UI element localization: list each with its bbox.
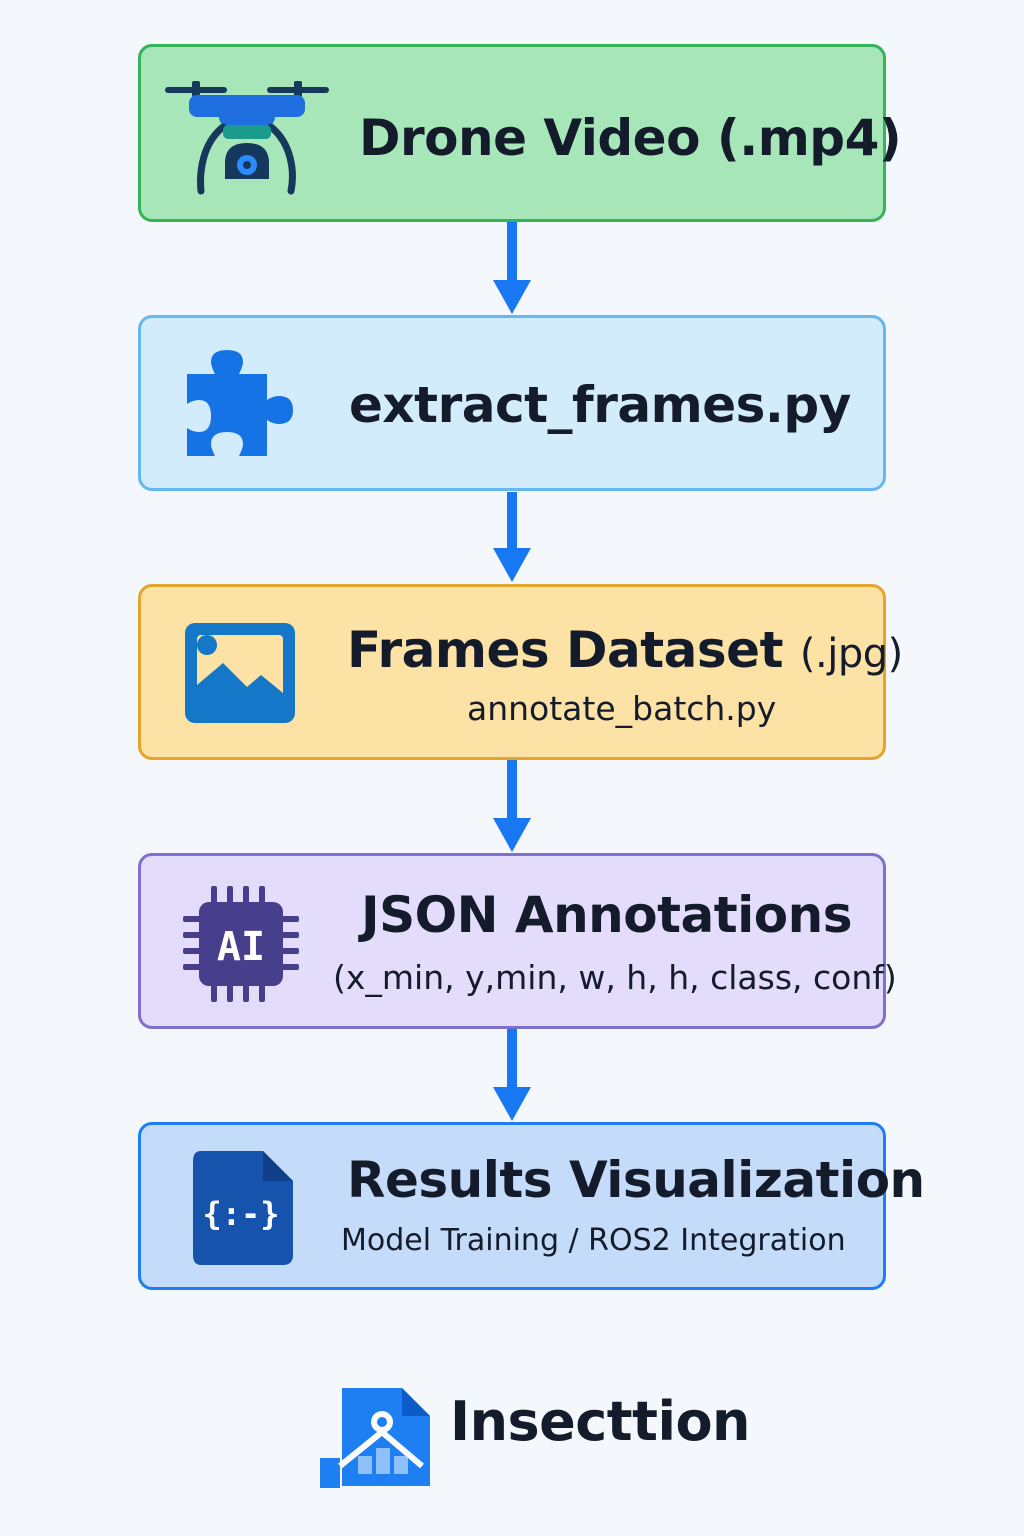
drone-icon — [165, 81, 329, 195]
step-frames-dataset: Frames Dataset (.jpg) annotate_batch.py — [138, 584, 903, 760]
step-results-visualization: {:-} Results Visualization Model Trainin… — [138, 1122, 925, 1290]
step-subtitle: Model Training / ROS2 Integration — [341, 1223, 846, 1258]
flow-arrow — [493, 222, 531, 314]
image-icon — [185, 623, 295, 723]
flow-arrow — [493, 1029, 531, 1121]
step-drone-video: Drone Video (.mp4) — [138, 44, 902, 222]
flow-arrow — [493, 760, 531, 852]
json-file-icon: {:-} — [193, 1151, 293, 1265]
step-subtitle: annotate_batch.py — [467, 689, 777, 728]
insecttion-logo-icon — [320, 1388, 430, 1488]
step-extract-frames: extract_frames.py — [138, 315, 886, 491]
svg-text:{:-}: {:-} — [202, 1195, 279, 1233]
svg-text:AI: AI — [217, 924, 265, 970]
step-title-suffix: (.jpg) — [799, 631, 903, 677]
step-title: Results Visualization — [347, 1151, 925, 1209]
step-title: Drone Video (.mp4) — [359, 109, 902, 167]
step-json-annotations: AI JSON Annotations (x_min, y,min, w, h,… — [138, 853, 897, 1029]
step-subtitle: (x_min, y,min, w, h, h, class, conf) — [333, 958, 897, 997]
brand-name: Insecttion — [450, 1390, 751, 1453]
step-title: extract_frames.py — [349, 376, 851, 434]
flow-arrow — [493, 492, 531, 582]
ai-chip-icon: AI — [183, 886, 299, 1002]
step-title: JSON Annotations — [361, 886, 853, 944]
step-title: Frames Dataset (.jpg) — [347, 621, 903, 679]
puzzle-icon — [187, 350, 293, 456]
step-title-main: Frames Dataset — [347, 621, 784, 679]
